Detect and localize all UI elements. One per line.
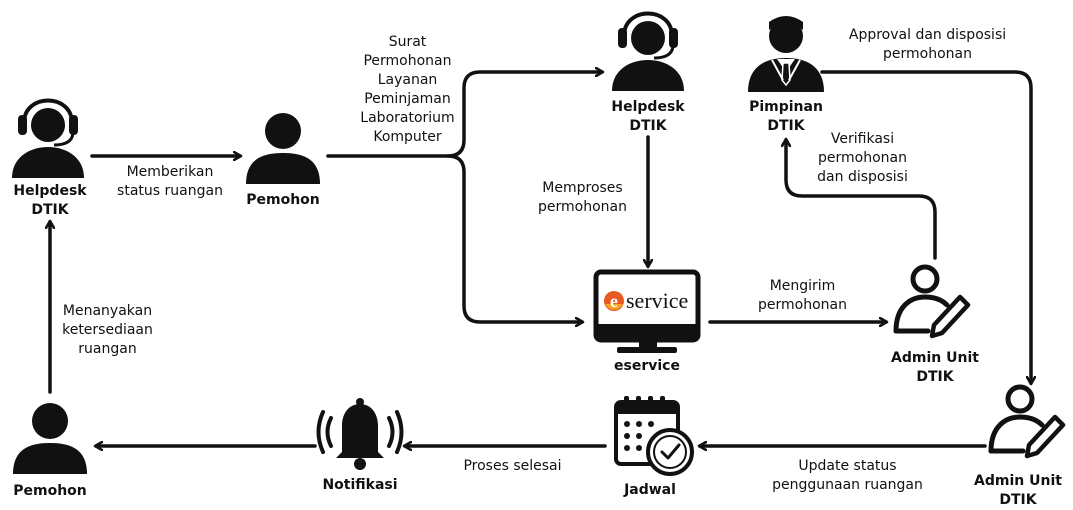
edge-label-memberikan: Memberikan status ruangan (117, 164, 223, 199)
edge-label-mengirim: Mengirim permohonan (758, 278, 847, 313)
node-label-pimpinan: Pimpinan DTIK (749, 99, 823, 134)
node-label-pemohon-top: Pemohon (246, 192, 320, 208)
admin-pen-icon (988, 384, 1066, 459)
admin-pen-icon (893, 264, 971, 339)
edge-label-memproses: Memproses permohonan (538, 180, 627, 215)
arrow-pimpinan-to-admin-right (820, 70, 1031, 383)
node-label-helpdesk-top: Helpdesk DTIK (611, 99, 685, 134)
node-label-helpdesk-left: Helpdesk DTIK (13, 183, 87, 218)
headset-agent-icon (12, 98, 84, 178)
arrow-pemohon-to-eservice (446, 154, 582, 322)
svg-text:e: e (610, 291, 618, 311)
node-label-eservice: eservice (614, 358, 680, 374)
node-label-admin-unit-right: Admin Unit DTIK (974, 473, 1062, 508)
edge-label-surat: Surat Permohonan Layanan Peminjaman Labo… (360, 34, 455, 145)
headset-agent-icon (612, 11, 684, 91)
edge-label-approval: Approval dan disposisi permohonan (848, 27, 1007, 62)
node-label-pemohon-bottom: Pemohon (13, 483, 87, 499)
svg-text:service: service (626, 288, 688, 313)
person-icon (13, 403, 87, 474)
edge-label-proses-selesai: Proses selesai (463, 458, 562, 474)
monitor-icon (593, 269, 701, 353)
node-label-jadwal: Jadwal (624, 482, 676, 498)
eservice-logo: e service (604, 288, 688, 313)
node-label-notifikasi: Notifikasi (322, 477, 398, 493)
edge-label-verifikasi: Verifikasi permohonan dan disposisi (817, 131, 908, 185)
person-icon (246, 113, 320, 184)
businessman-icon (748, 16, 824, 92)
edge-label-menanyakan: Menanyakan ketersediaan ruangan (62, 303, 153, 357)
calendar-clock-icon (614, 396, 694, 476)
arrow-admin-mid-to-pimpinan (786, 140, 937, 260)
bell-icon (316, 398, 404, 470)
edge-label-update: Update status penggunaan ruangan (772, 458, 923, 493)
node-label-admin-unit-mid: Admin Unit DTIK (891, 350, 979, 385)
